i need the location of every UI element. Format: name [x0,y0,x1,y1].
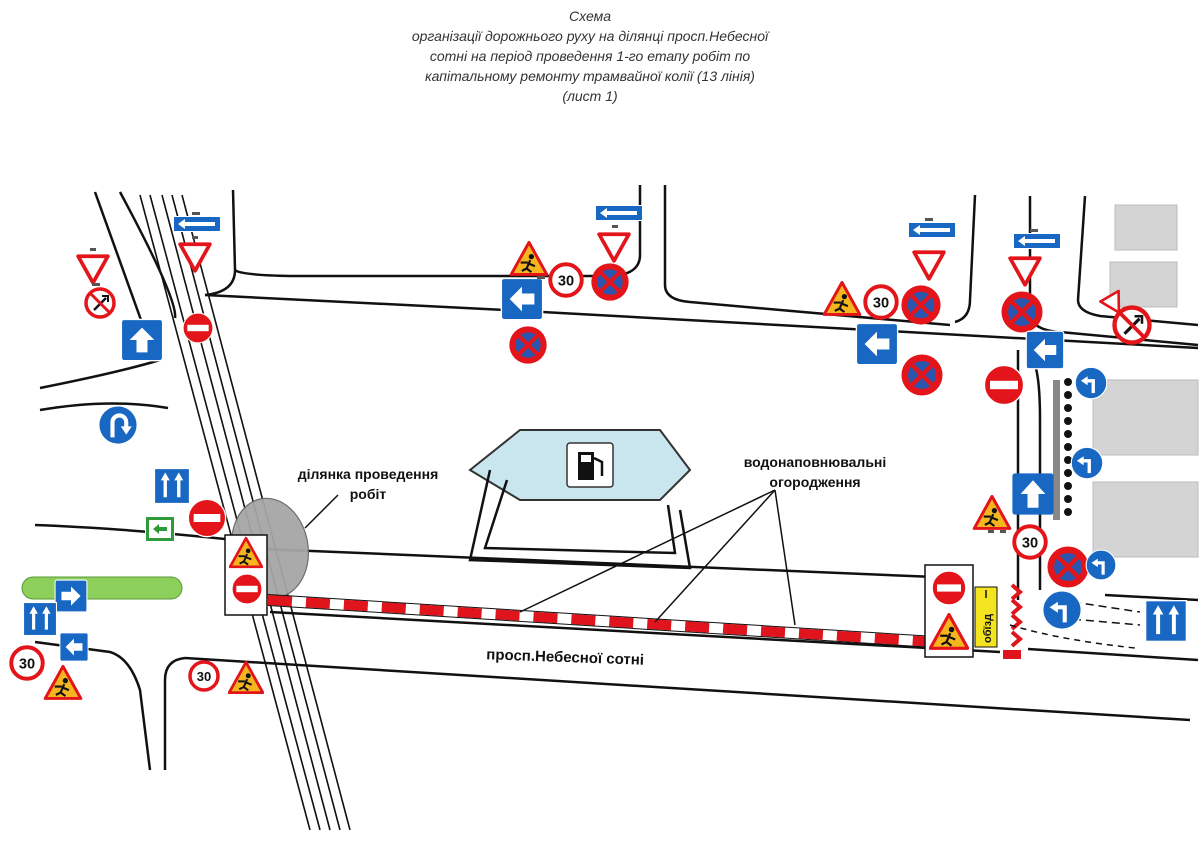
title-line-4: капітальному ремонту трамвайної колії (1… [425,68,755,84]
scheme-title: Схема організації дорожнього руху на діл… [300,6,880,106]
title-line-5: (лист 1) [562,88,618,104]
gas-station [468,429,692,570]
detour-sign: обїзд [974,586,998,648]
work-zone-label-line-1: ділянка проведення [298,466,439,482]
detour-markings [1009,378,1141,649]
barriers-label-line-2: огородження [769,474,860,490]
detour-label: обїзд [982,614,994,643]
street-name-label: просп.Небесної сотні [486,646,644,668]
title-line-2: організації дорожнього руху на ділянці п… [411,28,769,44]
buildings [1092,204,1199,558]
water-barriers [267,594,1021,659]
road-signs: обїзд [9,205,1186,700]
detour-sign-post [924,564,974,658]
title-line-3: сотні на період проведення 1-го етапу ро… [429,48,751,64]
fuel-pump-icon [566,442,614,488]
diagram-labels: ділянка проведення робіт водонаповнюваль… [298,454,887,669]
work-zone-label-line-2: робіт [350,486,387,502]
sign-code-marks [90,212,1038,533]
title-line-1: Схема [569,8,611,24]
bollard-column [1064,378,1072,516]
barrier-label-pointers [304,489,796,626]
barriers-label-line-1: водонаповнювальні [744,454,887,470]
work-zone-sign-post [224,534,268,616]
median-green-strip [21,576,183,600]
